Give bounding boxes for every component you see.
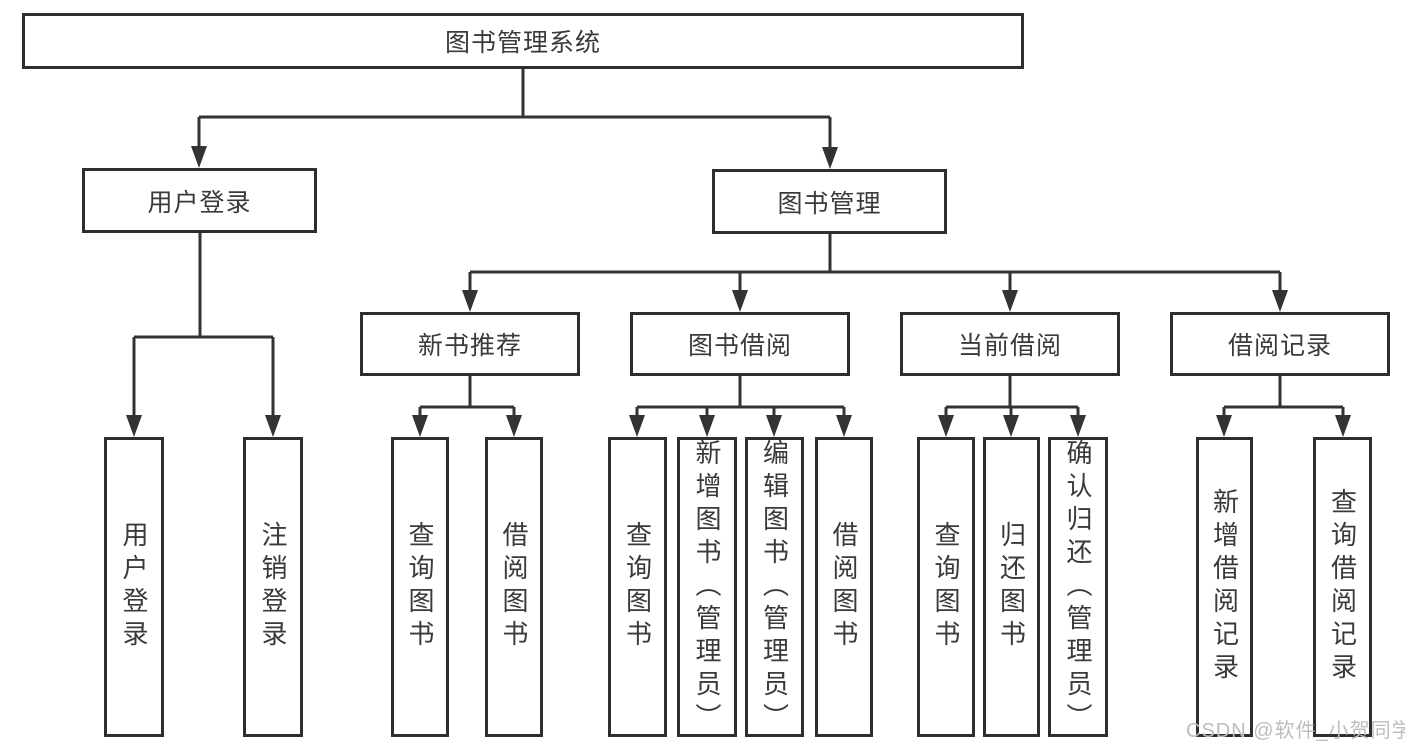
leaf-logout: 注销登录 (243, 437, 303, 737)
leaf-borrow-books-label: 借阅图书 (829, 521, 859, 653)
arrowheads (126, 146, 1351, 437)
leaf-query-books-newrec-label: 查询图书 (405, 521, 435, 653)
leaf-edit-books-admin: 编辑图书（管理员） (745, 437, 804, 737)
leaf-add-borrow-record: 新增借阅记录 (1196, 437, 1253, 737)
node-new-book-rec-label: 新书推荐 (417, 332, 522, 360)
leaf-return-books: 归还图书 (983, 437, 1040, 737)
node-root: 图书管理系统 (22, 13, 1024, 69)
node-borrow-records-label: 借阅记录 (1227, 332, 1332, 360)
leaf-query-books-borrow: 查询图书 (608, 437, 667, 737)
node-new-book-rec: 新书推荐 (360, 312, 580, 376)
leaf-borrow-books-newrec: 借阅图书 (485, 437, 543, 737)
node-user-login-label: 用户登录 (147, 188, 252, 217)
leaf-add-borrow-record-label: 新增借阅记录 (1209, 488, 1240, 686)
node-root-label: 图书管理系统 (444, 29, 601, 57)
leaf-borrow-books-newrec-label: 借阅图书 (499, 521, 529, 653)
node-current-borrow-label: 当前借阅 (957, 332, 1062, 360)
leaf-user-login: 用户登录 (104, 437, 164, 737)
leaf-return-books-label: 归还图书 (996, 521, 1027, 653)
leaf-confirm-return-admin-label: 确认归还（管理员） (1063, 438, 1093, 736)
watermark: CSDN @软件_小贺同学 (1186, 720, 1405, 742)
leaf-query-books-current-label: 查询图书 (931, 521, 961, 653)
leaf-query-borrow-record: 查询借阅记录 (1313, 437, 1372, 737)
leaf-add-books-admin-label: 新增图书（管理员） (692, 438, 722, 736)
leaf-query-books-borrow-label: 查询图书 (622, 521, 653, 653)
leaf-user-login-label: 用户登录 (119, 521, 149, 653)
leaf-logout-label: 注销登录 (258, 521, 288, 653)
leaf-query-books-newrec: 查询图书 (391, 437, 449, 737)
leaf-confirm-return-admin: 确认归还（管理员） (1048, 437, 1108, 737)
leaf-add-books-admin: 新增图书（管理员） (677, 437, 737, 737)
node-user-login: 用户登录 (82, 168, 317, 233)
connector-paths (132, 69, 1345, 422)
node-book-mgmt-label: 图书管理 (777, 189, 882, 218)
node-borrow-records: 借阅记录 (1170, 312, 1390, 376)
node-book-borrow-label: 图书借阅 (687, 332, 792, 360)
node-book-borrow: 图书借阅 (630, 312, 850, 376)
leaf-borrow-books: 借阅图书 (815, 437, 873, 737)
leaf-query-borrow-record-label: 查询借阅记录 (1327, 488, 1358, 686)
node-book-mgmt: 图书管理 (712, 169, 947, 234)
leaf-edit-books-admin-label: 编辑图书（管理员） (759, 438, 790, 736)
leaf-query-books-current: 查询图书 (917, 437, 975, 737)
node-current-borrow: 当前借阅 (900, 312, 1120, 376)
